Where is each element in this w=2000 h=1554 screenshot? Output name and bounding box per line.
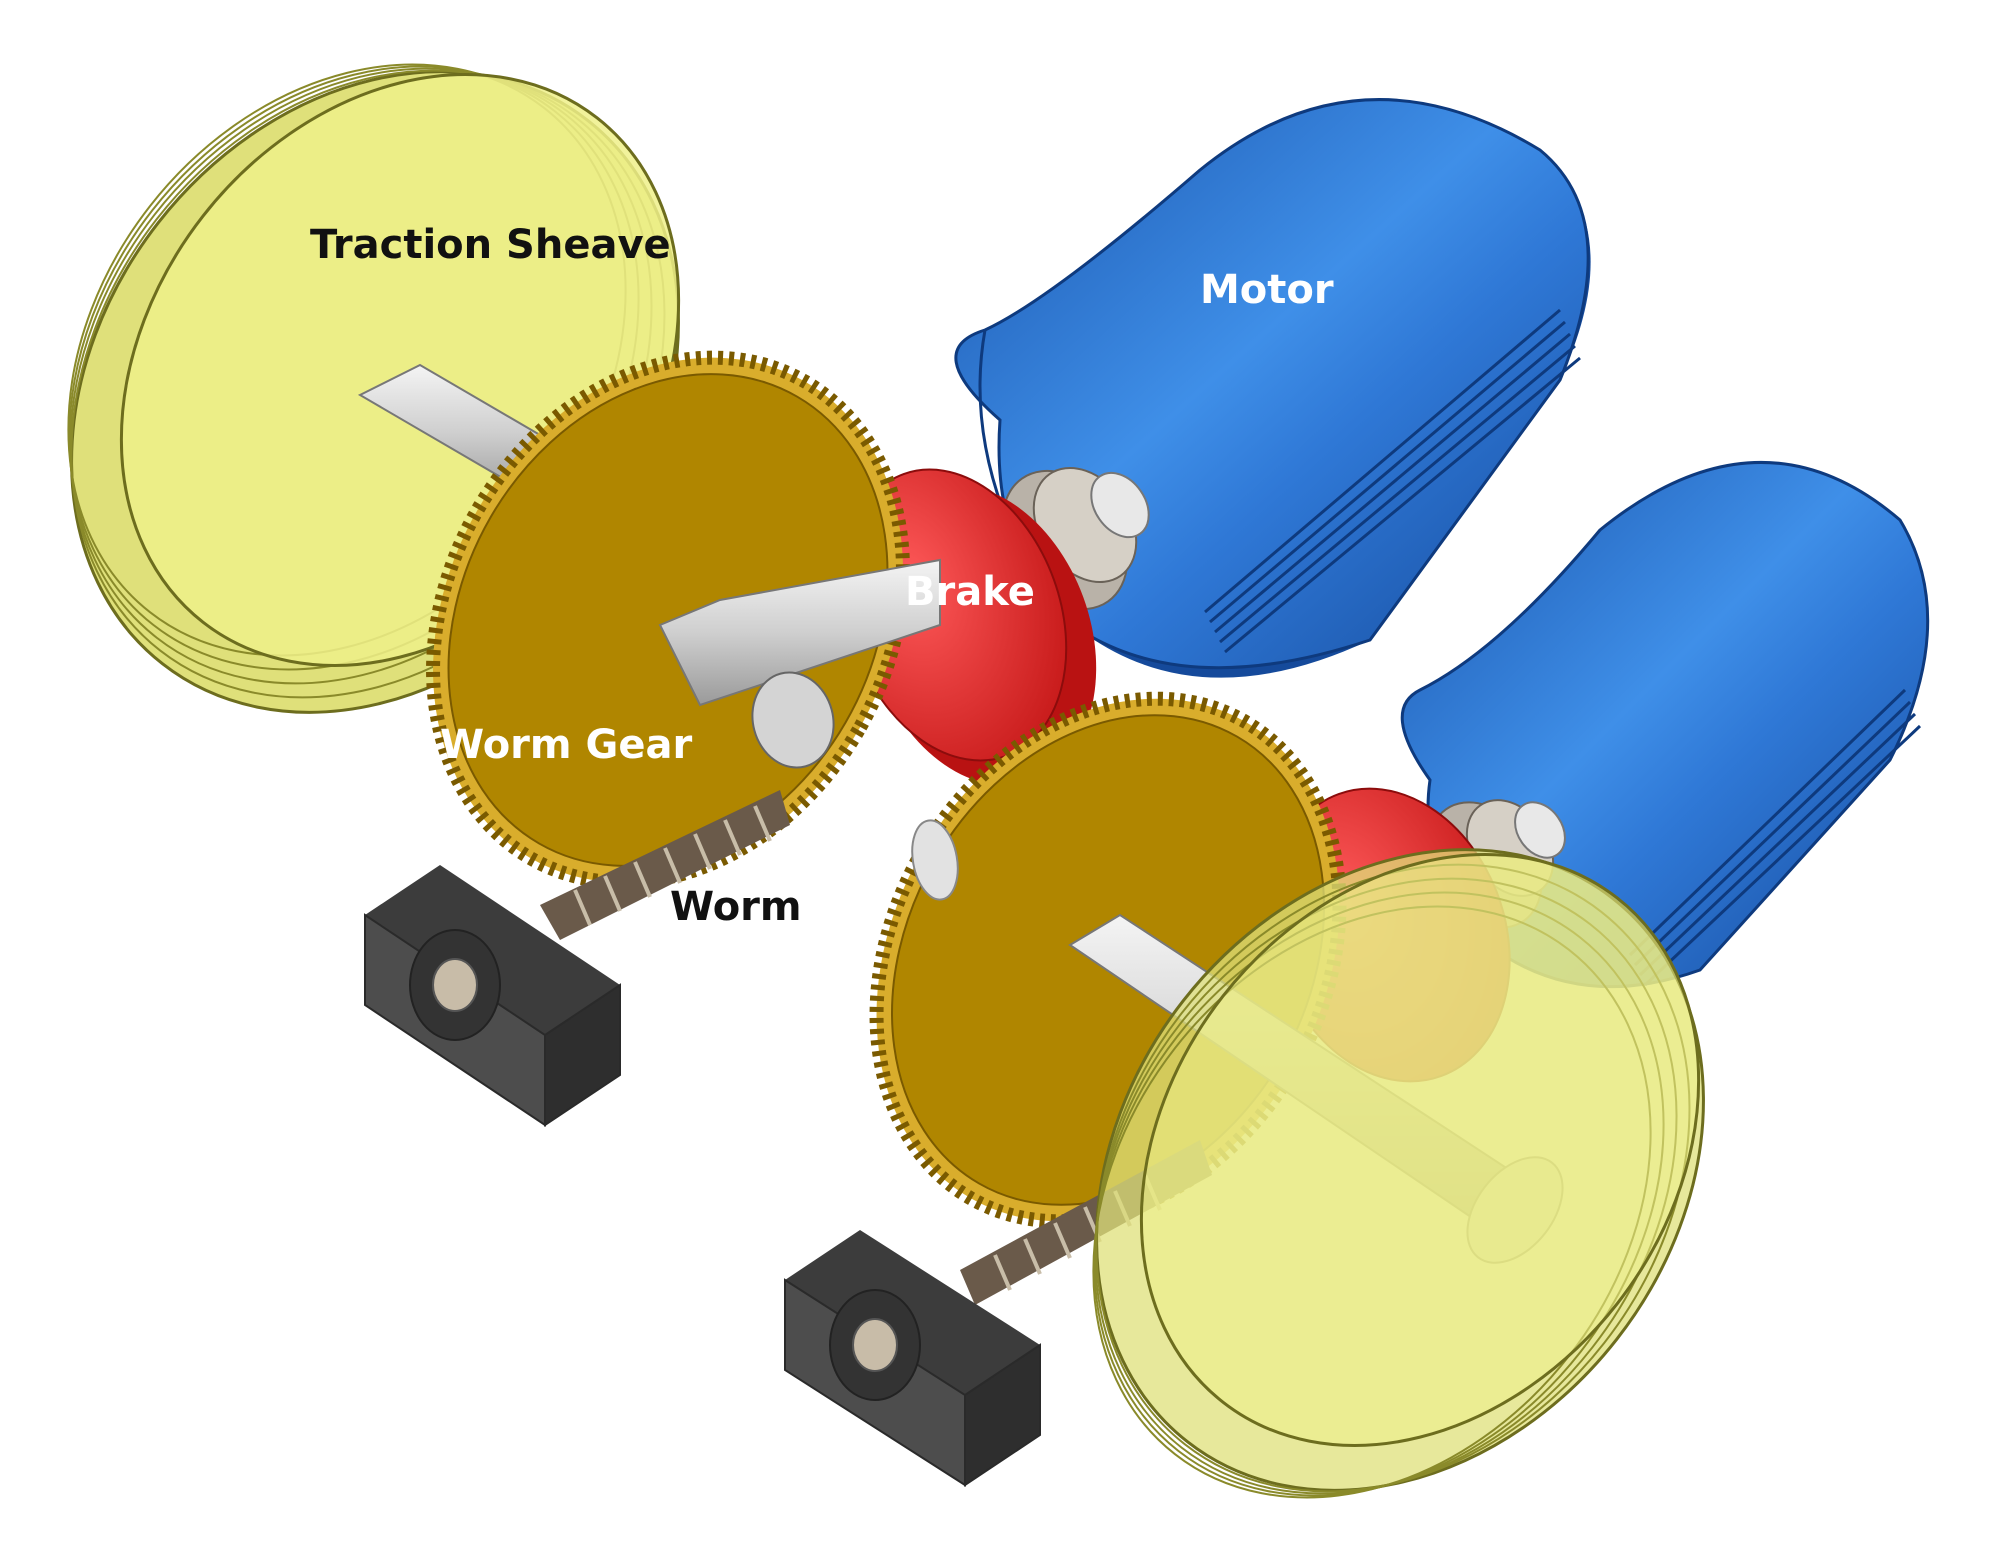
bearing-block-upper [364,865,621,1127]
label-traction-sheave: Traction Sheave [310,222,671,268]
label-worm-gear: Worm Gear [440,722,692,768]
bearing-block-lower [784,1230,1041,1487]
label-brake: Brake [905,569,1035,615]
worm-upper [540,790,790,940]
label-worm: Worm [670,884,802,930]
worm-shaft-upper [658,558,941,769]
label-motor: Motor [1200,267,1334,313]
traction-sheave-lower [1092,848,1705,1499]
